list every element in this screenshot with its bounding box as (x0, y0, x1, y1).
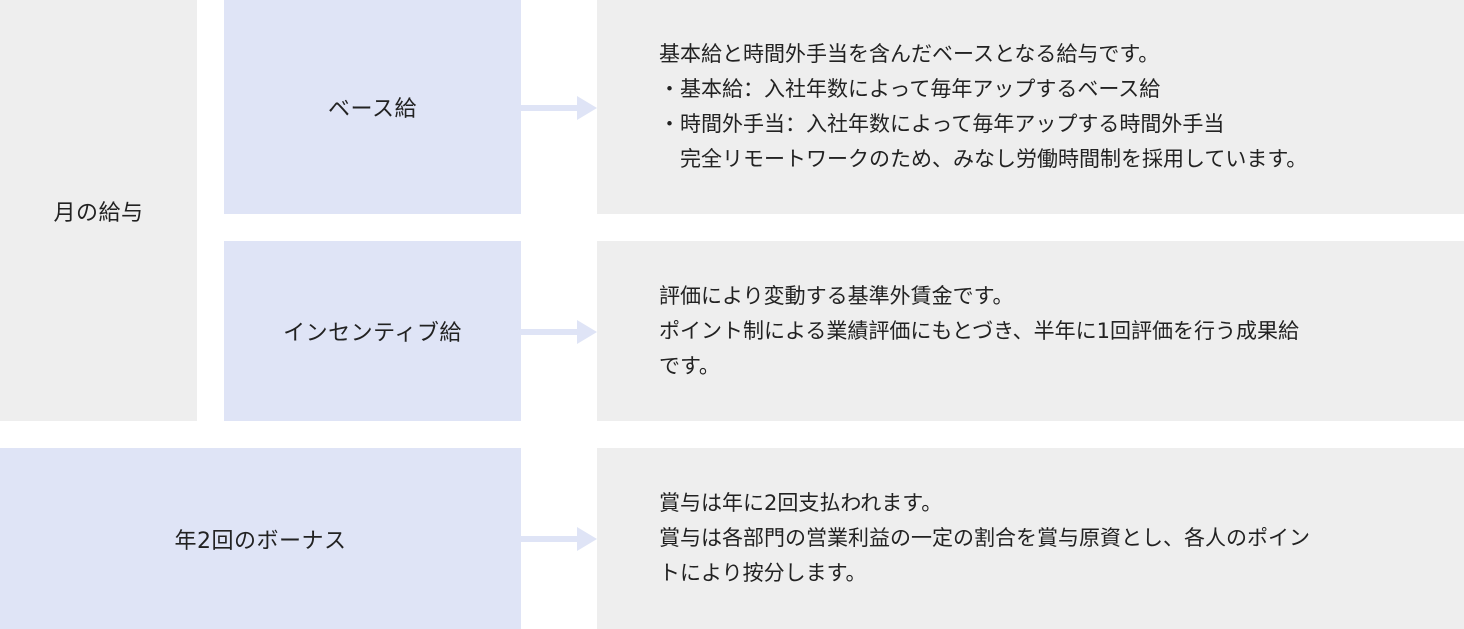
description-line: 評価により変動する基準外賃金です。 (659, 283, 1014, 308)
description-line: ・時間外手当：入社年数によって毎年アップする時間外手当 (659, 112, 1225, 136)
description-line: ポイント制による業績評価にもとづき、半年に1回評価を行う成果給 (659, 318, 1299, 343)
bonus-box: 年2回のボーナス (0, 448, 521, 629)
monthly-salary-label: 月の給与 (53, 200, 144, 226)
base-salary-description: 基本給と時間外手当を含んだベースとなる給与です。 ・基本給：入社年数によって毎年… (597, 0, 1464, 214)
description-line: 完全リモートワークのため、みなし労働時間制を採用しています。 (659, 147, 1308, 171)
description-line: トにより按分します。 (659, 561, 867, 585)
incentive-salary-label: インセンティブ給 (283, 321, 462, 346)
base-salary-box: ベース給 (224, 0, 521, 214)
description-line: です。 (659, 353, 720, 378)
arrow-right-icon (521, 320, 597, 344)
description-line: ・基本給：入社年数によって毎年アップするベース給 (659, 77, 1161, 101)
monthly-salary-box: 月の給与 (0, 0, 197, 421)
bonus-label: 年2回のボーナス (174, 528, 347, 554)
base-salary-label: ベース給 (328, 97, 417, 122)
incentive-salary-description: 評価により変動する基準外賃金です。 ポイント制による業績評価にもとづき、半年に1… (597, 241, 1464, 421)
bonus-description: 賞与は年に2回支払われます。 賞与は各部門の営業利益の一定の割合を賞与原資とし、… (597, 448, 1464, 629)
incentive-salary-box: インセンティブ給 (224, 241, 521, 421)
description-line: 賞与は年に2回支払われます。 (659, 491, 943, 515)
arrow-right-icon (521, 96, 597, 120)
description-line: 賞与は各部門の営業利益の一定の割合を賞与原資とし、各人のポイン (659, 526, 1310, 550)
description-line: 基本給と時間外手当を含んだベースとなる給与です。 (659, 42, 1160, 66)
arrow-right-icon (521, 527, 597, 551)
